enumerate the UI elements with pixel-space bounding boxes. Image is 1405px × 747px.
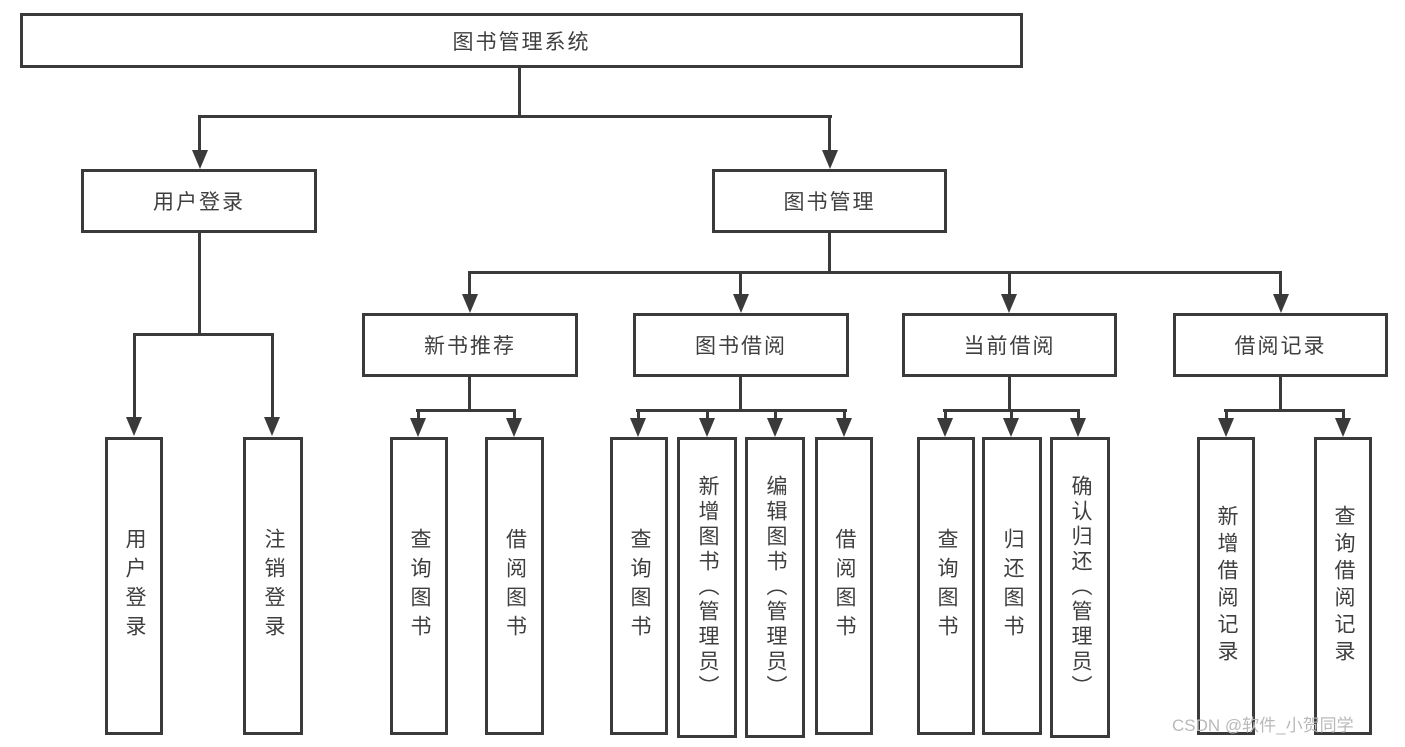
connector-line	[417, 409, 420, 420]
leaf-query-books-1: 查询图书	[390, 437, 448, 735]
arrow-down-icon	[836, 418, 852, 437]
connector-line	[416, 409, 516, 412]
node-book-borrow-label: 图书借阅	[695, 335, 787, 358]
connector-line	[636, 409, 847, 412]
arrow-down-icon	[1070, 418, 1086, 437]
connector-line	[739, 375, 742, 411]
leaf-add-book-admin-label: 新增图书（管理员）	[696, 475, 719, 700]
leaf-add-borrow-record: 新增借阅记录	[1197, 437, 1255, 735]
arrow-down-icon	[462, 294, 478, 313]
leaf-logout-label: 注销登录	[262, 528, 285, 644]
arrow-down-icon	[192, 150, 208, 169]
node-root: 图书管理系统	[20, 13, 1023, 68]
node-borrow-records-label: 借阅记录	[1234, 335, 1327, 358]
arrow-down-icon	[1273, 294, 1289, 313]
leaf-edit-book-admin-label: 编辑图书（管理员）	[764, 475, 787, 700]
leaf-return-books-label: 归还图书	[1001, 528, 1024, 644]
connector-line	[1010, 409, 1013, 420]
connector-line	[1279, 271, 1282, 295]
connector-line	[944, 409, 947, 420]
connector-line	[1008, 375, 1011, 411]
leaf-query-books-3: 查询图书	[917, 437, 975, 735]
connector-line	[271, 333, 274, 418]
node-root-label: 图书管理系统	[452, 30, 591, 54]
connector-line	[1279, 375, 1282, 411]
leaf-borrow-books-1-label: 借阅图书	[503, 528, 527, 644]
leaf-borrow-books-2-label: 借阅图书	[833, 528, 856, 644]
connector-line	[198, 231, 201, 335]
connector-line	[1077, 409, 1080, 420]
node-new-book-recommend-label: 新书推荐	[424, 335, 516, 358]
connector-line	[828, 231, 831, 273]
csdn-watermark: CSDN @软件_小贺同学	[1172, 716, 1354, 735]
arrow-down-icon	[767, 418, 783, 437]
leaf-query-books-1-label: 查询图书	[408, 528, 431, 644]
node-current-borrow-label: 当前借阅	[963, 335, 1056, 358]
arrow-down-icon	[1218, 418, 1234, 437]
arrow-down-icon	[630, 418, 646, 437]
leaf-add-book-admin: 新增图书（管理员）	[677, 437, 737, 738]
arrow-down-icon	[1001, 294, 1017, 313]
leaf-query-borrow-record: 查询借阅记录	[1314, 437, 1372, 735]
connector-line	[468, 271, 471, 295]
leaf-query-books-2-label: 查询图书	[628, 528, 651, 644]
node-new-book-recommend: 新书推荐	[362, 313, 578, 377]
node-current-borrow: 当前借阅	[902, 313, 1117, 377]
connector-line	[1008, 271, 1011, 295]
arrow-down-icon	[699, 418, 715, 437]
connector-line	[133, 333, 274, 336]
node-book-management: 图书管理	[712, 169, 947, 233]
leaf-logout: 注销登录	[243, 437, 303, 735]
arrow-down-icon	[126, 417, 142, 436]
connector-line	[513, 409, 516, 420]
arrow-down-icon	[822, 150, 838, 169]
leaf-user-login: 用户登录	[105, 437, 163, 735]
connector-line	[518, 66, 521, 117]
connector-line	[1224, 409, 1345, 412]
arrow-down-icon	[410, 418, 426, 437]
connector-line	[774, 409, 777, 420]
connector-line	[637, 409, 640, 420]
node-borrow-records: 借阅记录	[1173, 313, 1388, 377]
leaf-query-borrow-record-label: 查询借阅记录	[1332, 505, 1355, 667]
leaf-return-books: 归还图书	[982, 437, 1042, 735]
arrow-down-icon	[937, 418, 953, 437]
leaf-confirm-return-admin: 确认归还（管理员）	[1050, 437, 1110, 738]
node-book-management-label: 图书管理	[783, 191, 876, 214]
connector-line	[468, 271, 1282, 274]
connector-line	[198, 115, 832, 118]
node-book-borrow: 图书借阅	[633, 313, 849, 377]
connector-line	[1342, 409, 1345, 420]
leaf-confirm-return-admin-label: 确认归还（管理员）	[1069, 475, 1092, 700]
connector-line	[739, 271, 742, 295]
node-user-login-label: 用户登录	[153, 191, 245, 214]
leaf-add-borrow-record-label: 新增借阅记录	[1215, 505, 1238, 667]
leaf-query-books-2: 查询图书	[610, 437, 668, 735]
connector-line	[198, 115, 201, 151]
connector-line	[828, 115, 831, 151]
leaf-user-login-label: 用户登录	[123, 528, 146, 644]
node-user-login: 用户登录	[81, 169, 317, 233]
arrow-down-icon	[1335, 418, 1351, 437]
leaf-edit-book-admin: 编辑图书（管理员）	[745, 437, 805, 738]
arrow-down-icon	[506, 418, 522, 437]
leaf-borrow-books-1: 借阅图书	[485, 437, 544, 735]
connector-line	[843, 409, 846, 420]
leaf-query-books-3-label: 查询图书	[935, 528, 958, 644]
arrow-down-icon	[1003, 418, 1019, 437]
connector-line	[1225, 409, 1228, 420]
connector-line	[468, 375, 471, 411]
connector-line	[706, 409, 709, 420]
leaf-borrow-books-2: 借阅图书	[815, 437, 873, 735]
arrow-down-icon	[733, 294, 749, 313]
arrow-down-icon	[264, 417, 280, 436]
connector-line	[133, 333, 136, 418]
